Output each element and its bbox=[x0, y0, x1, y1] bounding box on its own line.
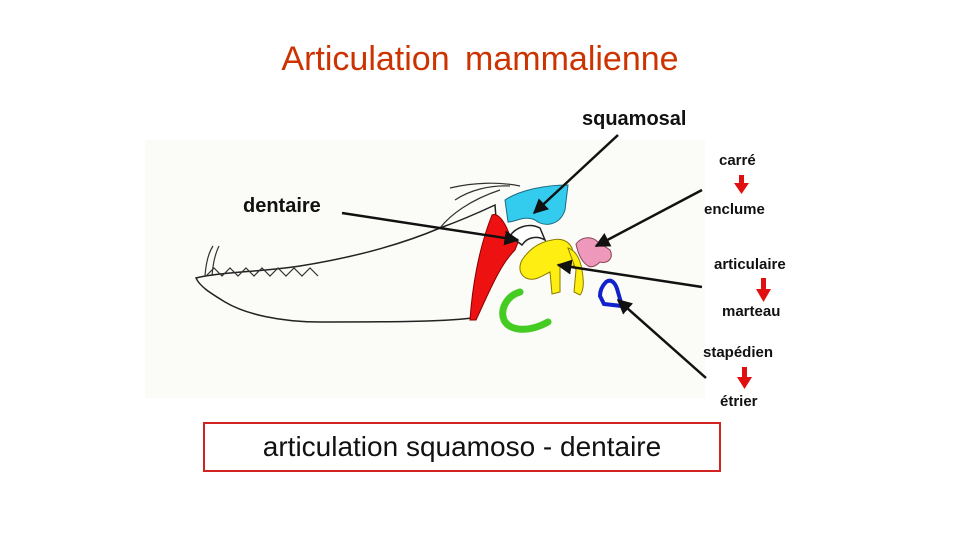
label-enclume: enclume bbox=[704, 201, 765, 218]
carre-pointer bbox=[594, 188, 703, 248]
label-etrier: étrier bbox=[720, 393, 758, 410]
drawing-background bbox=[145, 140, 705, 398]
down-arrow-icon bbox=[734, 175, 749, 194]
label-stapedien: stapédien bbox=[703, 344, 774, 361]
stapedien-bone bbox=[597, 278, 625, 309]
tympanique-bone bbox=[499, 288, 552, 333]
tooth-row bbox=[205, 267, 319, 277]
down-arrow-icon bbox=[737, 367, 752, 389]
label-dentaire: dentaire bbox=[243, 195, 321, 217]
label-articulaire: articulaire bbox=[714, 256, 786, 273]
dentaire-pointer bbox=[341, 211, 520, 246]
down-arrow-icon bbox=[756, 278, 771, 302]
incisors bbox=[204, 245, 220, 277]
caption-text: articulation squamoso - dentaire bbox=[262, 431, 662, 462]
slide-title: Articulation mammalienne bbox=[281, 40, 679, 78]
label-squamosal: squamosal bbox=[582, 108, 687, 130]
articulaire-lower bbox=[567, 247, 584, 296]
squamosal-pointer bbox=[532, 134, 619, 215]
coronoid-lines bbox=[439, 182, 521, 229]
caption-box: articulation squamoso - dentaire bbox=[203, 422, 721, 472]
label-carre: carré bbox=[719, 152, 756, 169]
stapedien-pointer bbox=[616, 299, 707, 379]
articulaire-pointer bbox=[556, 259, 703, 289]
label-marteau: marteau bbox=[722, 303, 781, 320]
